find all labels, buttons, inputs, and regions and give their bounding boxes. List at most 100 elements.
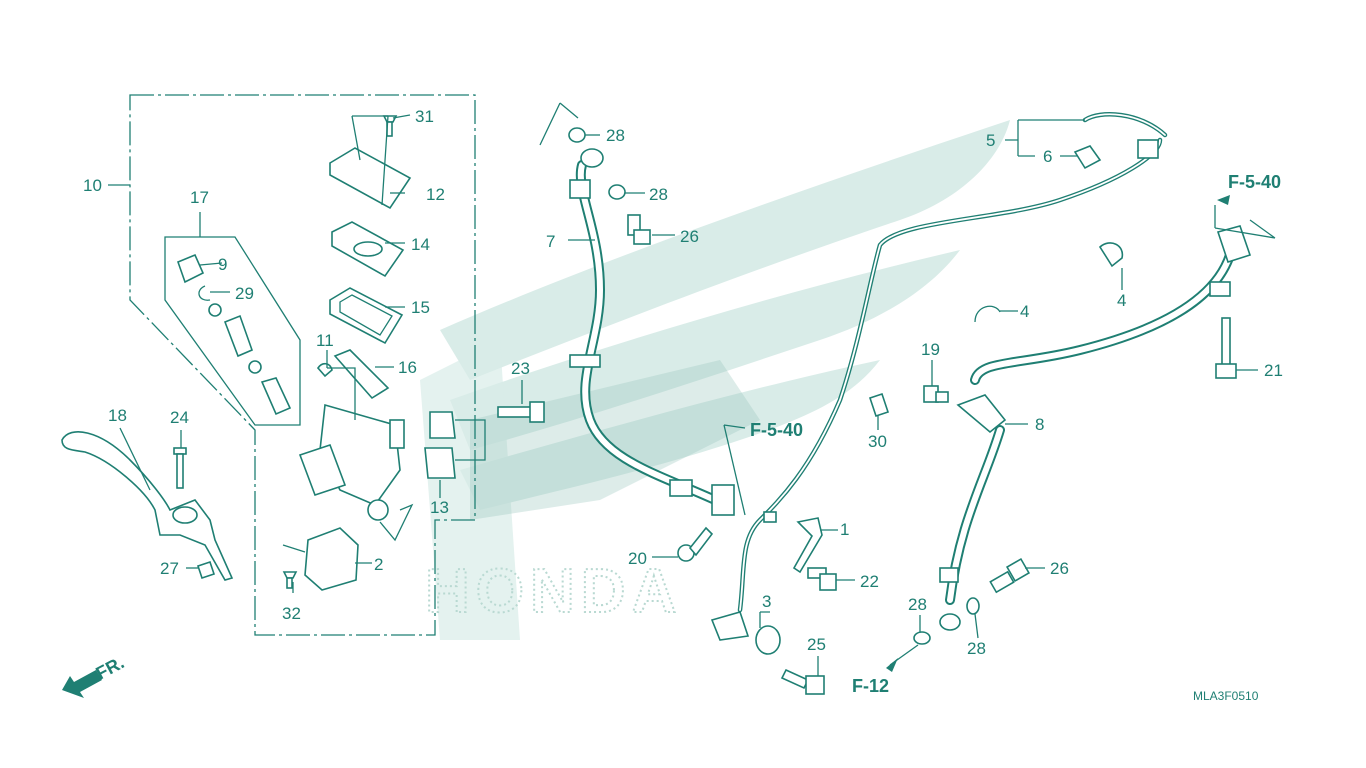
watermark-brand: HONDA — [425, 557, 682, 626]
assembly-box-10 — [129, 94, 476, 636]
holder-13 — [424, 411, 456, 479]
ref-f540-mid: F-5-40 — [750, 420, 803, 440]
label-17: 17 — [190, 188, 209, 207]
pivot-bolt-24 — [173, 447, 187, 489]
banjo-bolt-26b — [989, 557, 1031, 594]
label-14: 14 — [411, 235, 430, 254]
label-26a: 26 — [680, 227, 699, 246]
label-30: 30 — [868, 432, 887, 451]
bolt-19 — [923, 385, 949, 403]
clip-30 — [868, 392, 890, 418]
banjo-bottom — [939, 613, 961, 631]
label-23: 23 — [511, 359, 530, 378]
bolt-23 — [497, 401, 545, 423]
switch-2 — [304, 527, 359, 591]
label-20: 20 — [628, 549, 647, 568]
boot-9 — [176, 253, 205, 284]
label-19: 19 — [921, 340, 940, 359]
assembly-box-17 — [164, 236, 301, 426]
brake-pipe — [737, 112, 1168, 613]
label-13: 13 — [430, 498, 449, 517]
label-22: 22 — [860, 572, 879, 591]
joint-block — [711, 484, 735, 516]
label-21: 21 — [1264, 361, 1283, 380]
label-31: 31 — [415, 107, 434, 126]
screw-32 — [282, 571, 298, 589]
brake-lever-18 — [61, 431, 234, 581]
label-26b: 26 — [1050, 559, 1069, 578]
hose-collar — [669, 479, 693, 497]
bolt-20 — [677, 526, 714, 562]
reservoir-cap-12 — [329, 147, 412, 210]
label-6: 6 — [1043, 147, 1052, 166]
banjo-bolt-26a — [627, 214, 651, 245]
brake-hose-8 — [939, 225, 1252, 631]
wing-watermark — [420, 120, 1010, 640]
label-5: 5 — [986, 131, 995, 150]
label-4a: 4 — [1117, 291, 1126, 310]
label-9: 9 — [218, 255, 227, 274]
dot-pattern — [470, 360, 760, 520]
piston-kit — [208, 303, 292, 416]
brake-hose-7 — [569, 148, 735, 516]
label-3: 3 — [762, 592, 771, 611]
label-16: 16 — [398, 358, 417, 377]
label-28b: 28 — [649, 185, 668, 204]
bolt-21 — [1215, 317, 1237, 379]
label-1: 1 — [840, 520, 849, 539]
collar-bottom — [939, 567, 959, 583]
part-labels: 1 2 3 4 4 5 6 7 8 9 10 11 12 13 14 15 16… — [83, 107, 1283, 658]
label-18: 18 — [108, 406, 127, 425]
washer-28b — [608, 184, 626, 200]
label-4b: 4 — [1020, 302, 1029, 321]
three-way-joint — [956, 394, 1007, 434]
label-29: 29 — [235, 284, 254, 303]
label-15: 15 — [411, 298, 430, 317]
clip-11 — [316, 362, 333, 378]
master-cylinder-body — [298, 403, 405, 521]
washer-28c — [966, 597, 980, 615]
bolt-22 — [807, 567, 837, 591]
collar-top — [1209, 281, 1231, 297]
fitting-top — [1216, 225, 1252, 264]
leader-lines — [108, 102, 1276, 676]
bracket-1 — [792, 517, 823, 574]
nut-27 — [196, 560, 216, 580]
label-11: 11 — [316, 331, 334, 350]
label-25: 25 — [807, 635, 826, 654]
label-10: 10 — [83, 176, 102, 195]
joint-3 — [710, 611, 781, 655]
front-arrow-icon — [62, 670, 102, 698]
arrow-f540-top — [1217, 195, 1230, 205]
label-8: 8 — [1035, 415, 1044, 434]
clip-4b — [974, 305, 1001, 323]
label-27: 27 — [160, 559, 179, 578]
banjo-top — [580, 148, 604, 168]
clamp-6 — [1073, 145, 1102, 170]
label-28a: 28 — [606, 126, 625, 145]
hose-grommet — [569, 354, 601, 368]
drawing-code: MLA3F0510 — [1193, 689, 1259, 703]
ref-f12: F-12 — [852, 676, 889, 696]
lever-pivot — [172, 506, 198, 524]
label-24: 24 — [170, 408, 189, 427]
hose-fitting — [569, 179, 591, 199]
float-16 — [333, 349, 390, 400]
label-32: 32 — [282, 604, 301, 623]
label-2: 2 — [374, 555, 383, 574]
label-7: 7 — [546, 232, 555, 251]
ref-f540-top: F-5-40 — [1228, 172, 1281, 192]
label-12: 12 — [426, 185, 445, 204]
pipe-clip — [763, 511, 777, 523]
pipe-nut — [1137, 139, 1159, 159]
diaphragm-inner — [339, 294, 393, 336]
clip-4a — [1098, 242, 1124, 268]
washer-28a — [568, 127, 586, 143]
screw-31 — [382, 115, 398, 137]
washer-28d — [913, 631, 931, 645]
label-28c: 28 — [908, 595, 927, 614]
arrow-f12 — [886, 658, 898, 672]
label-28d: 28 — [967, 639, 986, 658]
circlip-29 — [198, 285, 211, 301]
